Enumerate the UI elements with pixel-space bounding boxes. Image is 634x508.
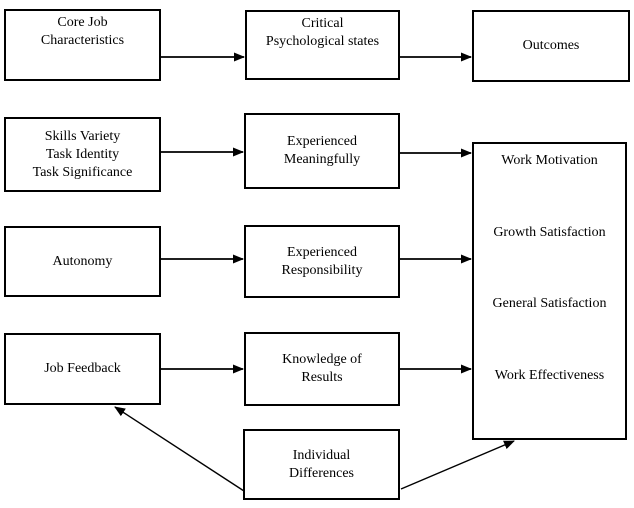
box-label: Skills Variety xyxy=(44,128,121,144)
box-label: Task Significance xyxy=(32,164,133,180)
box-knowledge-of-results: Knowledge of Results xyxy=(244,332,400,406)
box-autonomy: Autonomy xyxy=(4,226,161,297)
box-label: Knowledge of xyxy=(282,352,362,367)
box-experienced-meaningfully: Experienced Meaningfully xyxy=(244,113,400,189)
arrow-individual-to-outcomes-detail xyxy=(400,440,515,490)
outcomes-detail-item-growth-satisfaction: Growth Satisfaction xyxy=(493,224,606,240)
box-label: Job Feedback xyxy=(44,361,121,376)
box-outcomes-detail: Work Motivation Growth Satisfaction Gene… xyxy=(472,142,627,440)
arrow-individual-to-feedback xyxy=(114,406,245,492)
box-core-job-characteristics: Core Job Characteristics xyxy=(4,9,161,81)
box-label: Responsibility xyxy=(281,262,363,278)
box-skills-variety-task-identity-significance: Skills Variety Task Identity Task Signif… xyxy=(4,117,161,192)
box-label: Core Job xyxy=(57,15,108,30)
box-label: Characteristics xyxy=(40,33,125,48)
box-label: Experienced xyxy=(287,244,357,260)
outcomes-detail-item-work-effectiveness: Work Effectiveness xyxy=(494,367,605,383)
box-label: Autonomy xyxy=(52,253,113,269)
box-experienced-responsibility: Experienced Responsibility xyxy=(244,225,400,298)
box-job-feedback: Job Feedback xyxy=(4,333,161,405)
box-label: Individual xyxy=(292,447,351,463)
outcomes-detail-item-general-satisfaction: General Satisfaction xyxy=(492,296,607,311)
box-critical-psychological-states: Critical Psychological states xyxy=(245,10,400,80)
outcomes-detail-item-work-motivation: Work Motivation xyxy=(501,153,598,168)
box-label: Differences xyxy=(288,465,355,481)
box-label: Task Identity xyxy=(45,146,120,162)
box-label: Meaningfully xyxy=(283,152,361,167)
box-individual-differences: Individual Differences xyxy=(243,429,400,500)
box-label: Critical xyxy=(301,16,344,31)
box-label: Outcomes xyxy=(522,38,580,53)
box-outcomes: Outcomes xyxy=(472,10,630,82)
box-label: Psychological states xyxy=(265,34,380,49)
box-label: Experienced xyxy=(287,134,357,149)
box-label: Results xyxy=(301,370,343,385)
